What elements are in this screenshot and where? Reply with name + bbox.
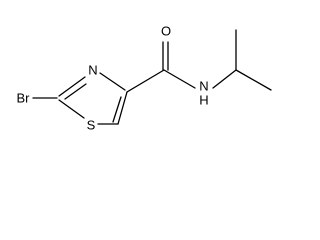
bond-c4-carbonyl xyxy=(126,69,165,93)
carbonyl-oxygen-label: O xyxy=(161,24,171,39)
bond-ch-methyl-right xyxy=(235,69,272,91)
bond-n3-c4 xyxy=(99,72,126,91)
bond-c4-c5 xyxy=(117,91,128,125)
amide-nitrogen-label: N xyxy=(199,79,208,94)
atom-labels: Br N S O N H xyxy=(17,24,209,133)
chemical-structure-diagram: Br N S O N H xyxy=(17,24,272,133)
bond-carbonyl-nh xyxy=(163,69,196,89)
bond-nh-ch xyxy=(212,69,237,89)
amide-hydrogen-label: H xyxy=(199,93,208,108)
bonds xyxy=(32,29,272,125)
bond-c2-n3-inner xyxy=(64,83,87,100)
bromine-label: Br xyxy=(17,91,31,106)
thiazole-nitrogen-label: N xyxy=(88,63,97,78)
bond-c2-n3 xyxy=(58,76,86,97)
bond-s1-c2 xyxy=(58,99,85,119)
thiazole-sulfur-label: S xyxy=(87,118,96,133)
bond-c4-c5-inner xyxy=(112,96,122,123)
